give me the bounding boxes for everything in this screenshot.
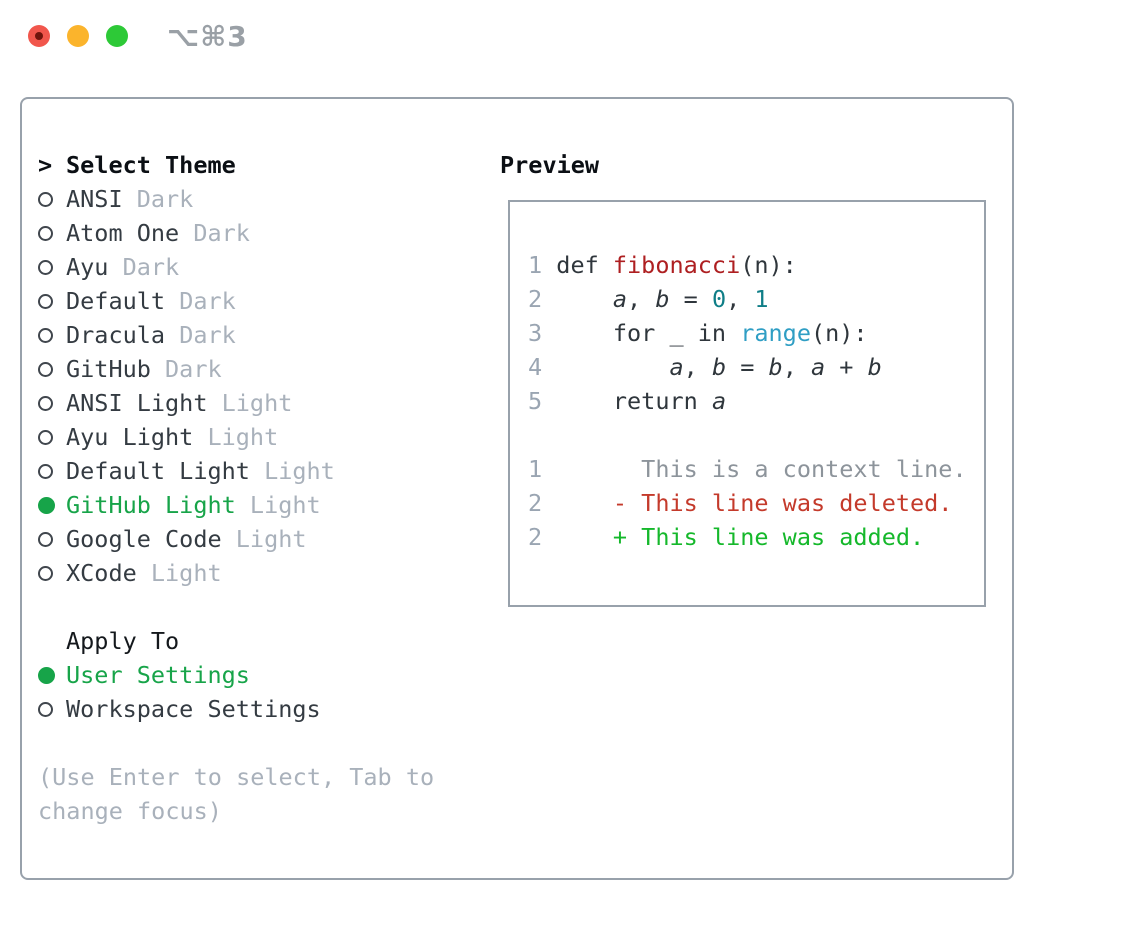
close-dot-icon xyxy=(35,32,43,40)
radio-icon xyxy=(38,293,66,309)
divider-space xyxy=(38,726,468,760)
theme-list: > Select Theme ANSI Dark Atom One Dark A… xyxy=(38,148,468,828)
radio-selected-icon xyxy=(38,496,66,514)
radio-icon xyxy=(38,259,66,275)
apply-to-title: Apply To xyxy=(66,627,180,655)
help-text-line-1: (Use Enter to select, Tab to xyxy=(38,763,435,791)
radio-selected-icon xyxy=(38,666,66,684)
theme-list-header: > Select Theme xyxy=(38,148,468,182)
theme-picker-panel: > Select Theme ANSI Dark Atom One Dark A… xyxy=(20,97,1014,880)
radio-icon xyxy=(38,565,66,581)
preview-section: Preview 1 def fibonacci(n): 2 a, b = 0, … xyxy=(500,148,986,607)
theme-list-title: Select Theme xyxy=(66,151,236,179)
code-line: 4 a, b = b, a + b xyxy=(528,353,882,381)
divider-space xyxy=(38,590,468,624)
help-text-line-2: change focus) xyxy=(38,797,222,825)
preview-box: 1 def fibonacci(n): 2 a, b = 0, 1 3 for … xyxy=(508,200,986,607)
apply-option-workspace-settings[interactable]: Workspace Settings xyxy=(38,692,468,726)
theme-option-atom-one-dark[interactable]: Atom One Dark xyxy=(38,216,468,250)
zoom-button[interactable] xyxy=(106,25,128,47)
close-button[interactable] xyxy=(28,25,50,47)
radio-icon xyxy=(38,191,66,207)
radio-icon xyxy=(38,531,66,547)
theme-option-google-code-light[interactable]: Google Code Light xyxy=(38,522,468,556)
radio-icon xyxy=(38,327,66,343)
code-line: 1 def fibonacci(n): xyxy=(528,251,797,279)
theme-option-ayu-light[interactable]: Ayu Light Light xyxy=(38,420,468,454)
theme-option-dracula-dark[interactable]: Dracula Dark xyxy=(38,318,468,352)
theme-option-default-dark[interactable]: Default Dark xyxy=(38,284,468,318)
theme-option-github-light[interactable]: GitHub Light Light xyxy=(38,488,468,522)
radio-icon xyxy=(38,429,66,445)
preview-blank-line xyxy=(528,418,984,452)
theme-option-ansi-dark[interactable]: ANSI Dark xyxy=(38,182,468,216)
window-title: ⌥⌘3 xyxy=(167,20,248,53)
code-line: 2 a, b = 0, 1 xyxy=(528,285,769,313)
code-line: 5 return a xyxy=(528,387,727,415)
radio-icon xyxy=(38,463,66,479)
theme-option-ayu-dark[interactable]: Ayu Dark xyxy=(38,250,468,284)
diff-line-context: 1 This is a context line. xyxy=(528,455,967,483)
diff-line-added: 2 + This line was added. xyxy=(528,523,925,551)
preview-header: Preview xyxy=(500,148,986,182)
diff-line-deleted: 2 - This line was deleted. xyxy=(528,489,953,517)
radio-icon xyxy=(38,361,66,377)
radio-icon xyxy=(38,395,66,411)
apply-option-user-settings[interactable]: User Settings xyxy=(38,658,468,692)
code-line: 3 for _ in range(n): xyxy=(528,319,868,347)
theme-option-github-dark[interactable]: GitHub Dark xyxy=(38,352,468,386)
titlebar: ⌥⌘3 xyxy=(0,0,1140,72)
theme-option-xcode-light[interactable]: XCode Light xyxy=(38,556,468,590)
preview-title: Preview xyxy=(500,151,600,179)
radio-icon xyxy=(38,701,66,717)
theme-option-default-light[interactable]: Default Light Light xyxy=(38,454,468,488)
apply-to-header: Apply To xyxy=(38,624,468,658)
theme-option-ansi-light[interactable]: ANSI Light Light xyxy=(38,386,468,420)
selection-caret-icon: > xyxy=(38,151,53,179)
minimize-button[interactable] xyxy=(67,25,89,47)
radio-icon xyxy=(38,225,66,241)
